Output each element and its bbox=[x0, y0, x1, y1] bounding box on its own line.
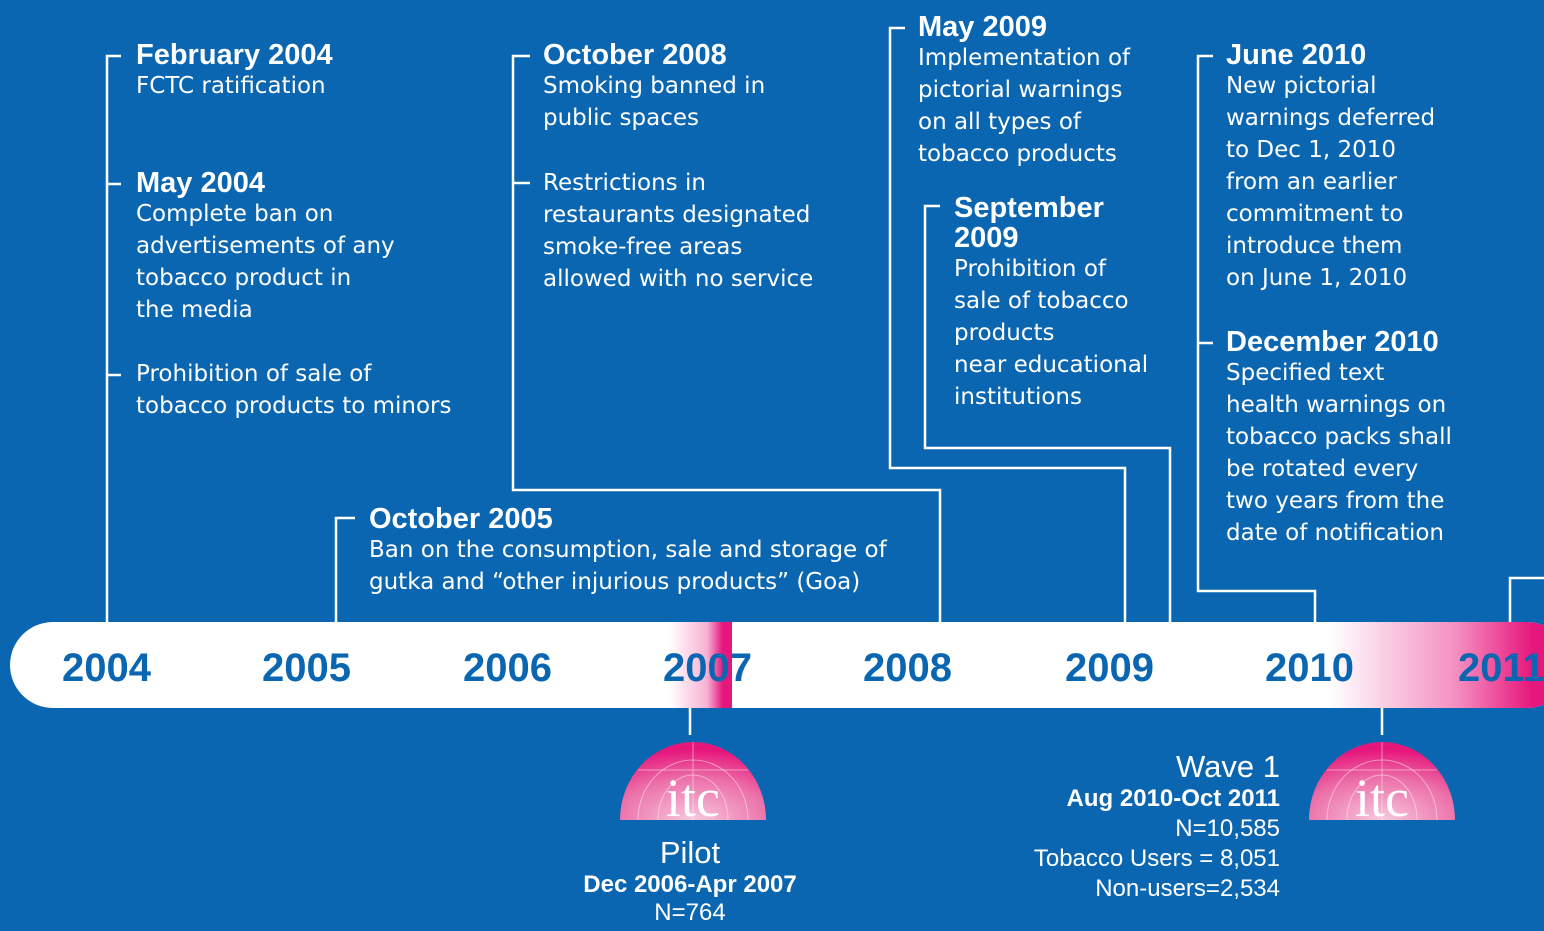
itc-logo-wave1: itc bbox=[1309, 742, 1455, 822]
event-body: FCTC ratification bbox=[136, 73, 326, 99]
pilot-info: Pilot Dec 2006-Apr 2007 N=764 bbox=[540, 835, 840, 927]
year-label-2006: 2006 bbox=[463, 646, 552, 690]
event-title: October 2005 bbox=[369, 503, 553, 535]
connector-may2009 bbox=[888, 26, 1127, 622]
event-dec-2010: December 2010 Specified text health warn… bbox=[1226, 327, 1452, 549]
pilot-highlight bbox=[670, 622, 732, 708]
event-body: Prohibition of sale of tobacco products … bbox=[954, 256, 1149, 410]
year-label-2007: 2007 bbox=[663, 646, 752, 690]
event-jun-2010: June 2010 New pictorial warnings deferre… bbox=[1226, 40, 1435, 294]
year-label-2008: 2008 bbox=[863, 646, 952, 690]
year-label-2004: 2004 bbox=[62, 646, 151, 690]
event-title: May 2004 bbox=[136, 167, 265, 199]
timeline-bar bbox=[10, 622, 1544, 708]
event-body: Ban on the consumption, sale and storage… bbox=[369, 537, 887, 595]
year-label-2005: 2005 bbox=[262, 646, 351, 690]
event-body: Restrictions in restaurants designated s… bbox=[543, 170, 814, 292]
event-title: December 2010 bbox=[1226, 326, 1439, 358]
event-sep-2009: September 2009 Prohibition of sale of to… bbox=[954, 193, 1148, 413]
event-title: September 2009 bbox=[954, 192, 1104, 254]
event-body: Implementation of pictorial warnings on … bbox=[918, 45, 1131, 167]
event-oct-2008-restaurants: Restrictions in restaurants designated s… bbox=[543, 167, 813, 295]
connector-oct2008 bbox=[511, 54, 942, 622]
wave1-highlight bbox=[1330, 622, 1544, 708]
event-title: October 2008 bbox=[543, 39, 727, 71]
event-body: Prohibition of sale of tobacco products … bbox=[136, 361, 452, 419]
year-label-2009: 2009 bbox=[1065, 646, 1154, 690]
connector-sep2009 bbox=[923, 204, 1172, 622]
event-body: Smoking banned in public spaces bbox=[543, 73, 766, 131]
event-may-2009: May 2009 Implementation of pictorial war… bbox=[918, 12, 1130, 170]
connector-2011 bbox=[1508, 576, 1544, 622]
event-oct-2005: October 2005 Ban on the consumption, sal… bbox=[369, 504, 887, 598]
event-body: Specified text health warnings on tobacc… bbox=[1226, 360, 1452, 546]
connector-2005 bbox=[334, 516, 355, 622]
connector-jun2010 bbox=[1196, 54, 1317, 622]
event-body: Complete ban on advertisements of any to… bbox=[136, 201, 395, 323]
wave1-users: Tobacco Users = 8,051 bbox=[1033, 845, 1280, 872]
event-feb-2004: February 2004 FCTC ratification bbox=[136, 40, 333, 102]
event-title: February 2004 bbox=[136, 39, 333, 71]
pilot-name: Pilot bbox=[659, 835, 721, 870]
pilot-dates: Dec 2006-Apr 2007 bbox=[583, 871, 797, 898]
itc-logo-text: itc bbox=[1355, 768, 1409, 822]
event-title: June 2010 bbox=[1226, 39, 1367, 71]
itc-logo-text: itc bbox=[666, 768, 720, 822]
wave1-dates: Aug 2010-Oct 2011 bbox=[1066, 785, 1280, 812]
event-may-2004: May 2004 Complete ban on advertisements … bbox=[136, 168, 395, 326]
year-label-2011: 2011 bbox=[1458, 646, 1544, 690]
itc-logo-pilot: itc bbox=[620, 742, 766, 822]
wave1-name: Wave 1 bbox=[1176, 749, 1280, 784]
wave1-n: N=10,585 bbox=[1175, 815, 1280, 842]
event-title: May 2009 bbox=[918, 11, 1047, 43]
wave1-info: Wave 1 Aug 2010-Oct 2011 N=10,585 Tobacc… bbox=[940, 750, 1280, 904]
pilot-n: N=764 bbox=[654, 899, 726, 926]
year-label-2010: 2010 bbox=[1265, 646, 1354, 690]
connector-2004 bbox=[105, 54, 121, 622]
event-oct-2008: October 2008 Smoking banned in public sp… bbox=[543, 40, 765, 134]
event-body: New pictorial warnings deferred to Dec 1… bbox=[1226, 73, 1436, 291]
event-may-2004-minors: Prohibition of sale of tobacco products … bbox=[136, 358, 452, 422]
wave1-nonusers: Non-users=2,534 bbox=[1095, 875, 1280, 902]
